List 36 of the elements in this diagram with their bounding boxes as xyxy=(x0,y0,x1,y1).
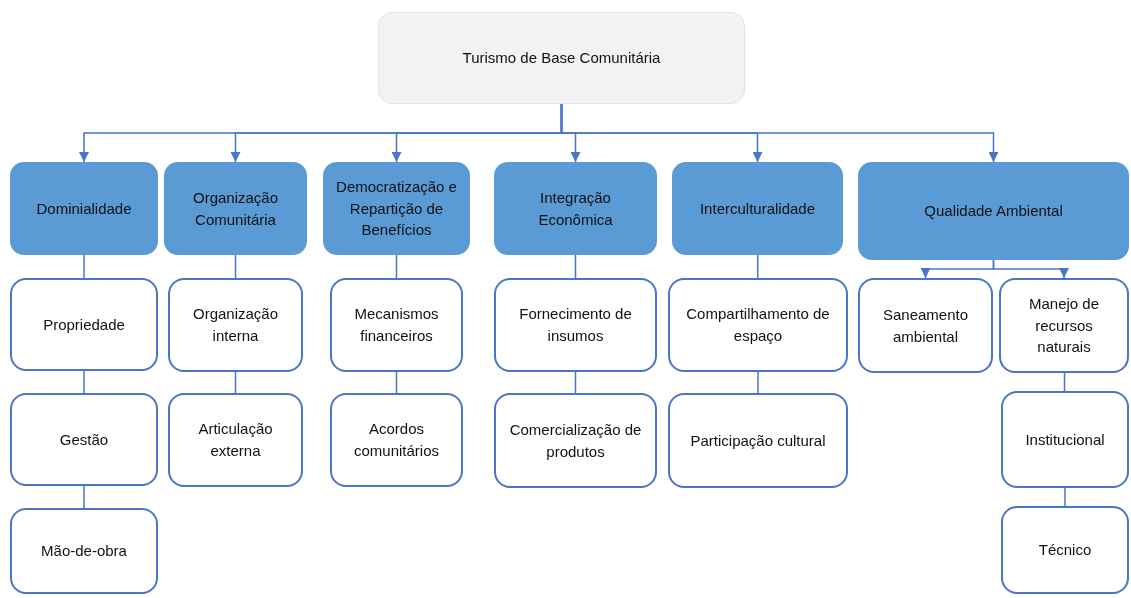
subcategory-box: Saneamento ambiental xyxy=(858,278,993,373)
subcategory-box: Mecanismos financeiros xyxy=(330,278,463,372)
connector-line xyxy=(395,371,398,394)
connector-line xyxy=(234,254,237,279)
category-box: Interculturalidade xyxy=(672,162,843,255)
category-box: Qualidade Ambiental xyxy=(858,162,1129,260)
subcategory-box: Gestão xyxy=(10,393,158,486)
connector-line xyxy=(1064,487,1066,507)
category-box: Integração Econômica xyxy=(494,162,657,255)
subcategory-box: Institucional xyxy=(1001,391,1129,488)
subcategory-box: Acordos comunitários xyxy=(330,393,463,487)
subcategory-box: Técnico xyxy=(1001,506,1129,594)
root-box: Turismo de Base Comunitária xyxy=(378,12,745,104)
subcategory-box: Propriedade xyxy=(10,278,158,371)
connector-line xyxy=(83,485,85,509)
subcategory-box: Manejo de recursos naturais xyxy=(999,278,1129,373)
connector-line xyxy=(83,254,85,279)
subcategory-box: Participação cultural xyxy=(668,393,848,488)
subcategory-box: Organização interna xyxy=(168,278,303,372)
subcategory-box: Mão-de-obra xyxy=(10,508,158,594)
connector-line xyxy=(83,370,85,394)
subcategory-box: Comercialização de produtos xyxy=(494,393,657,488)
subcategory-box: Articulação externa xyxy=(168,393,303,487)
category-box: Organização Comunitária xyxy=(164,162,307,255)
category-box: Dominialidade xyxy=(10,162,158,255)
arrow xyxy=(992,259,1069,279)
connector-line xyxy=(757,371,759,394)
subcategory-box: Fornecimento de insumos xyxy=(494,278,657,372)
category-box: Democratização e Repartição de Benefícios xyxy=(323,162,470,255)
connector-line xyxy=(574,371,577,394)
connector-line xyxy=(395,254,398,279)
connector-line xyxy=(757,254,759,279)
arrow xyxy=(560,103,999,163)
connector-line xyxy=(234,371,237,394)
connector-line xyxy=(574,254,577,279)
subcategory-box: Compartilhamento de espaço xyxy=(668,278,848,372)
